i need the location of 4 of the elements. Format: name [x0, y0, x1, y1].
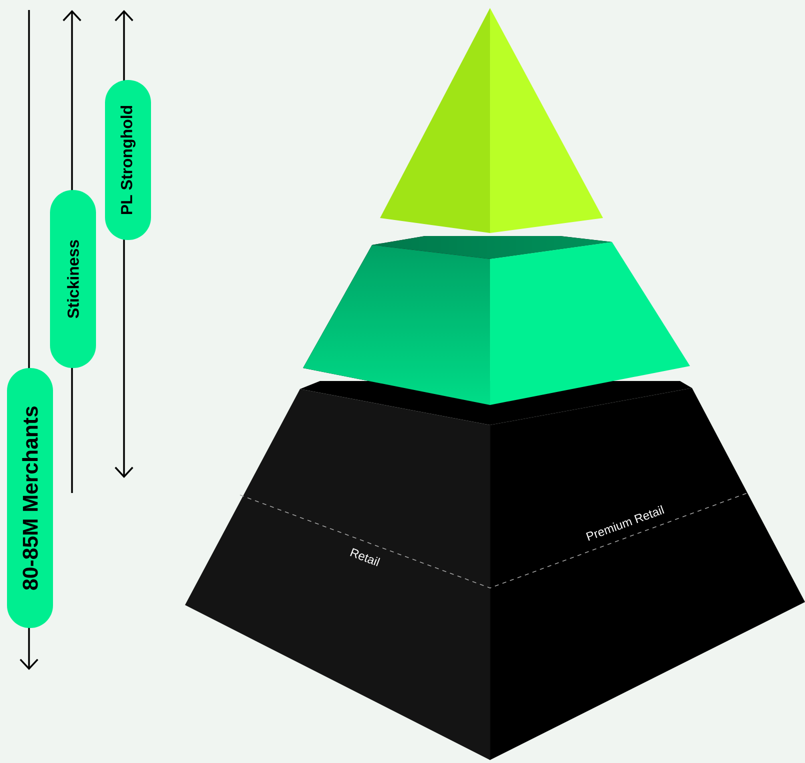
- segment-label: Retail: [350, 548, 380, 566]
- label-pill: Stickiness: [50, 190, 96, 368]
- label-pill: 80-85M Merchants: [7, 368, 53, 628]
- label-pill: PL Stronghold: [105, 80, 151, 240]
